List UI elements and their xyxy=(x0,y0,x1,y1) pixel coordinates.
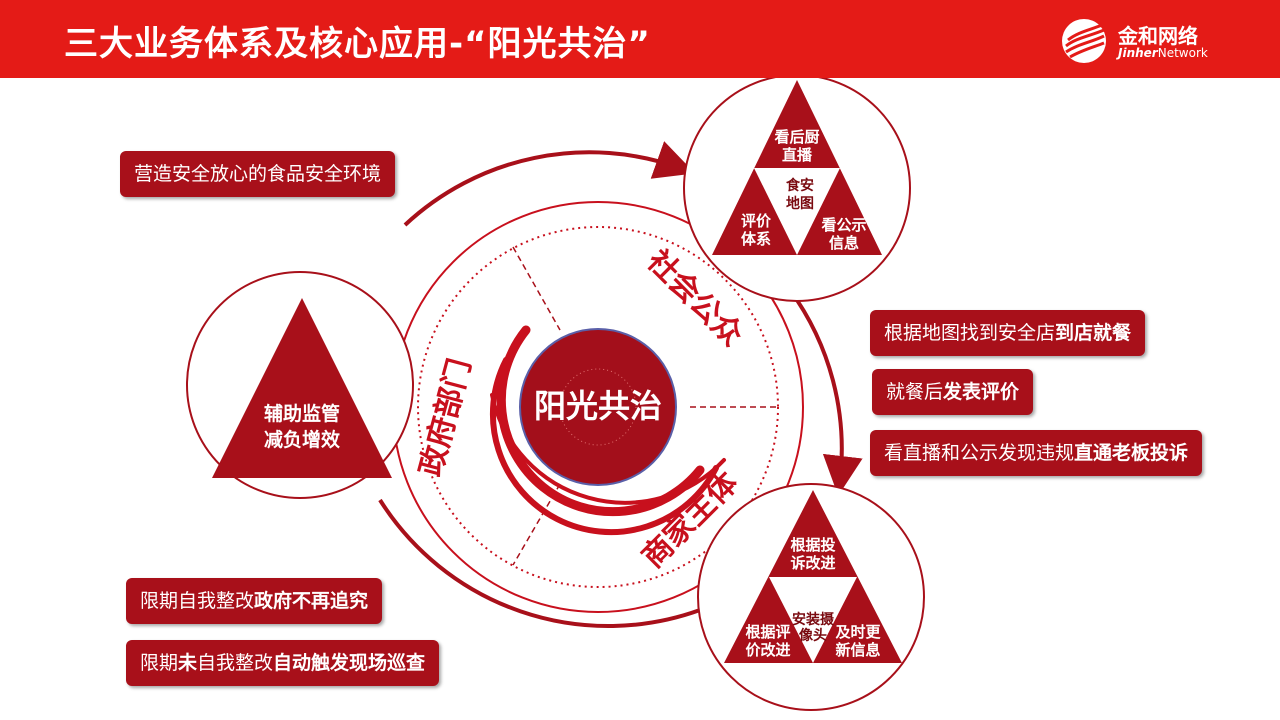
top-triangle-group: 看后厨直播 食安地图 评价体系 看公示信息 xyxy=(683,78,911,302)
outer-ring-arc xyxy=(403,141,696,227)
jinher-logo-icon xyxy=(1062,19,1106,63)
inner-arc-2 xyxy=(489,357,719,536)
social-action-box-1: 根据地图找到安全店到店就餐 xyxy=(870,310,1146,356)
outer-ring-arc-right xyxy=(788,288,863,496)
top-triangle xyxy=(712,80,882,255)
outer-ring-arc-bottom xyxy=(378,498,701,629)
svg-text:评价体系: 评价体系 xyxy=(741,212,772,248)
social-action-box-3: 看直播和公示发现违规直通老板投诉 xyxy=(870,430,1203,476)
food-safety-box: 营造安全放心的食品安全环境 xyxy=(120,151,396,197)
government-action-box-2: 限期未自我整改自动触发现场巡查 xyxy=(126,640,440,686)
svg-text:根据投诉改进: 根据投诉改进 xyxy=(790,536,835,572)
logo-text: 金和网络 xyxy=(1118,24,1198,48)
bottom-triangle xyxy=(724,490,902,663)
svg-text:食安地图: 食安地图 xyxy=(786,177,814,212)
center-label: 阳光共治 xyxy=(534,387,662,425)
center-circle xyxy=(519,328,677,486)
divider-top xyxy=(512,246,561,331)
center-inner-dotted xyxy=(559,368,637,446)
government-action-box-1: 限期自我整改政府不再追究 xyxy=(126,578,383,624)
left-triangle-group: 辅助监管减负增效 xyxy=(186,271,414,499)
social-action-box-2: 就餐后发表评价 xyxy=(872,369,1034,415)
svg-text:看公示信息: 看公示信息 xyxy=(821,216,866,252)
sunshine-governance-diagram: 阳光共治 社会公众 政府部门 商家主体 看后厨直播 食安地图 评价体系 看公示信… xyxy=(186,78,925,711)
ring-label-government: 政府部门 xyxy=(413,355,478,480)
svg-text:辅助监管减负增效: 辅助监管减负增效 xyxy=(264,402,340,451)
top-inner-triangle xyxy=(754,168,840,255)
svg-text:根据评价改进: 根据评价改进 xyxy=(745,623,790,659)
inner-arc-1 xyxy=(496,325,705,517)
page-title: 三大业务体系及核心应用-“阳光共治” xyxy=(64,24,651,64)
logo-subtext: JinherNetwork xyxy=(1118,46,1208,60)
left-triangle xyxy=(212,298,392,478)
svg-text:看后厨直播: 看后厨直播 xyxy=(774,128,819,164)
inner-arc-3 xyxy=(490,393,726,505)
bottom-triangle-group: 根据投诉改进 安装摄像头 根据评价改进 及时更新信息 xyxy=(697,483,925,711)
header-bar: 三大业务体系及核心应用-“阳光共治” 金和网络 JinherNetwork xyxy=(0,0,1280,78)
svg-text:安装摄像头: 安装摄像头 xyxy=(792,611,835,644)
dotted-ring xyxy=(417,226,779,588)
svg-text:及时更新信息: 及时更新信息 xyxy=(835,623,881,659)
bottom-inner-triangle xyxy=(769,577,857,663)
